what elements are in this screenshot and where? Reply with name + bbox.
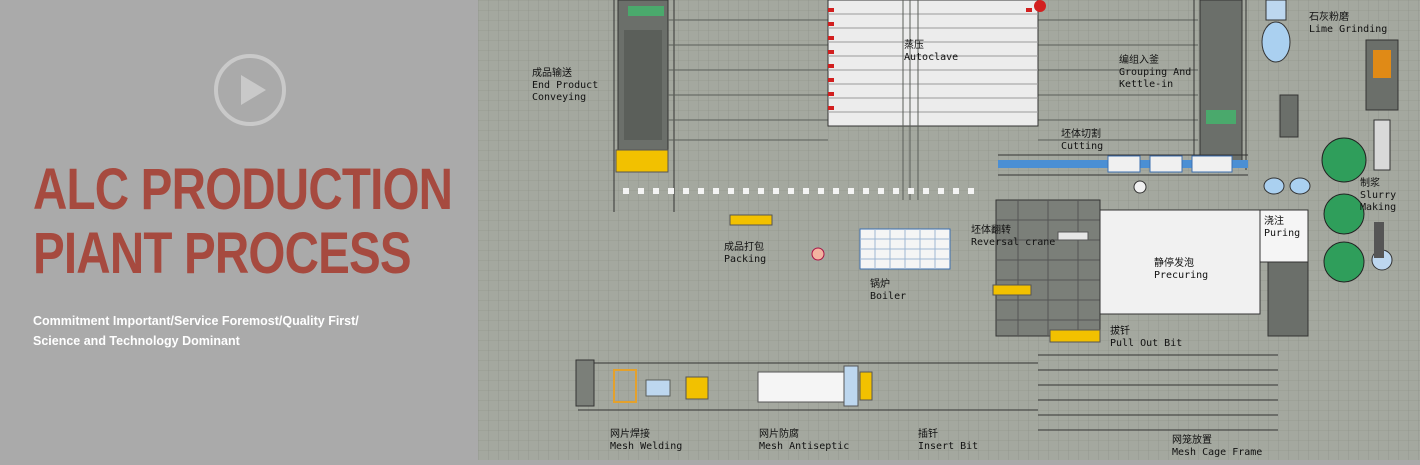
banner-panel: ALC PRODUCTION PIANT PROCESS Commitment … [0, 0, 478, 460]
lime-grinding-equipment [1261, 0, 1399, 195]
slogan-line-2: Science and Technology Dominant [33, 334, 240, 348]
mesh-line [575, 354, 1278, 431]
grouping-tower [1193, 0, 1247, 170]
slurry-making-tanks [1321, 137, 1393, 283]
end-product-conveyor [613, 0, 675, 212]
precuring-room [1099, 209, 1309, 337]
autoclave-block [827, 0, 1046, 200]
slogan-line-1: Commitment Important/Service Foremost/Qu… [33, 314, 359, 328]
page-title: ALC PRODUCTION PIANT PROCESS [33, 157, 453, 286]
title-line-2: PIANT PROCESS [33, 221, 412, 286]
play-icon[interactable] [213, 53, 287, 127]
boiler-unit [859, 228, 951, 270]
title-line-1: ALC PRODUCTION [33, 157, 453, 222]
factory-layout-drawing [478, 0, 1420, 460]
dashed-transfer-line [623, 188, 974, 194]
cutting-line [998, 154, 1248, 194]
packing-rack [729, 214, 825, 261]
reversal-crane-area [992, 199, 1101, 337]
pull-out-bit-rack [1049, 329, 1101, 343]
